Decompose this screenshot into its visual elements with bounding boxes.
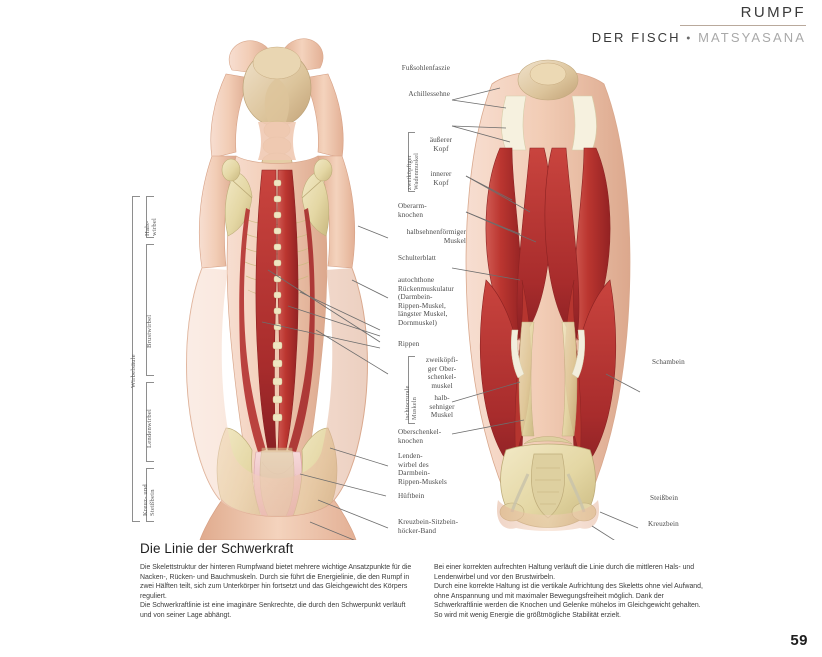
label-steissbein: Steißbein xyxy=(650,494,679,502)
label-achillessehne: Achillessehne xyxy=(408,90,450,98)
label-innerer-kopf: innerer Kopf xyxy=(430,170,452,187)
bracket-sacrum-coccyx xyxy=(146,468,154,522)
label-wirbelsaeule: Wirbelsäule xyxy=(130,354,137,388)
chapter-title: RUMPF xyxy=(740,4,806,21)
page-header: RUMPF DER FISCH • MATSYASANA xyxy=(386,4,806,45)
label-oberschenkelknochen: Oberschenkel- knochen xyxy=(398,428,442,445)
bullet-separator: • xyxy=(686,32,693,45)
label-hueftbein: Hüftbein xyxy=(398,492,425,500)
label-kreuz-und-steissbein: Kreuz- und Steißbein xyxy=(142,484,157,516)
page-number: 59 xyxy=(790,632,808,649)
label-halswirbel: Hals- wirbel xyxy=(144,217,159,236)
pose-title: DER FISCH • MATSYASANA xyxy=(386,30,806,45)
label-rippen: Rippen xyxy=(398,340,420,348)
bracket-gastrocnemius xyxy=(408,132,415,192)
label-halbsehnenfoermiger-muskel: halbsehnenförmiger Muskel xyxy=(406,228,466,245)
label-fusssohlenfaszie: Fußsohlenfaszie xyxy=(401,64,450,72)
bracket-lumbar xyxy=(146,382,154,462)
label-ischiocrurale-muskeln: ischiocrurale Muskeln xyxy=(404,385,419,420)
label-schambein: Schambein xyxy=(652,358,685,366)
bracket-spine-whole xyxy=(132,196,140,522)
pose-name-german: DER FISCH xyxy=(591,30,681,45)
body-text-block: Die Linie der Schwerkraft Die Skelettstr… xyxy=(140,541,706,621)
label-aeusserer-kopf: äußerer Kopf xyxy=(429,136,453,153)
label-kreuzbein-sitzbeinhoecker-band: Kreuzbein-Sitzbein- höcker-Band xyxy=(398,518,459,535)
paragraph: Durch eine korrekte Haltung ist die vert… xyxy=(434,583,703,619)
label-halbsehniger-muskel: halb- sehniger Muskel xyxy=(429,394,455,420)
section-title: Die Linie der Schwerkraft xyxy=(140,541,294,556)
paragraph: Die Schwerkraftlinie ist eine imaginäre … xyxy=(140,602,406,619)
left-figure-group xyxy=(186,38,368,540)
label-zweikoepfiger-oberschenkelmuskel: zweiköpfi- ger Ober- schenkel- muskel xyxy=(425,356,459,390)
label-oberarmknochen: Oberarm- knochen xyxy=(398,202,427,219)
bracket-cervical xyxy=(146,196,154,238)
label-brustwirbel: Brustwirbel xyxy=(146,314,153,348)
right-figure-group xyxy=(465,59,631,531)
label-lendenwirbel-darmbein-rippen-muskel: Lenden- wirbel des Darmbein- Rippen-Musk… xyxy=(398,452,447,486)
text-column-left: Die Skelettstruktur der hinteren Rumpfwa… xyxy=(140,563,412,621)
anatomical-illustration xyxy=(0,30,822,540)
text-column-right: Bei einer korrekten aufrechten Haltung v… xyxy=(434,563,706,621)
label-autochthone-rueckenmuskulatur: autochthone Rückenmuskulatur (Darmbein- … xyxy=(398,276,454,327)
text-columns: Die Skelettstruktur der hinteren Rumpfwa… xyxy=(140,563,706,621)
leader-lines xyxy=(261,87,641,540)
label-kreuzbein: Kreuzbein xyxy=(648,520,679,528)
label-lendenwirbel: Lendenwirbel xyxy=(146,408,153,448)
bracket-ischiocrural xyxy=(408,356,415,424)
paragraph: Bei einer korrekten aufrechten Haltung v… xyxy=(434,564,695,581)
label-schulterblatt: Schulterblatt xyxy=(398,254,437,262)
pose-name-sanskrit: MATSYASANA xyxy=(698,30,806,45)
bracket-thoracic xyxy=(146,244,154,376)
header-rule xyxy=(680,25,806,26)
paragraph: Die Skelettstruktur der hinteren Rumpfwa… xyxy=(140,564,412,600)
